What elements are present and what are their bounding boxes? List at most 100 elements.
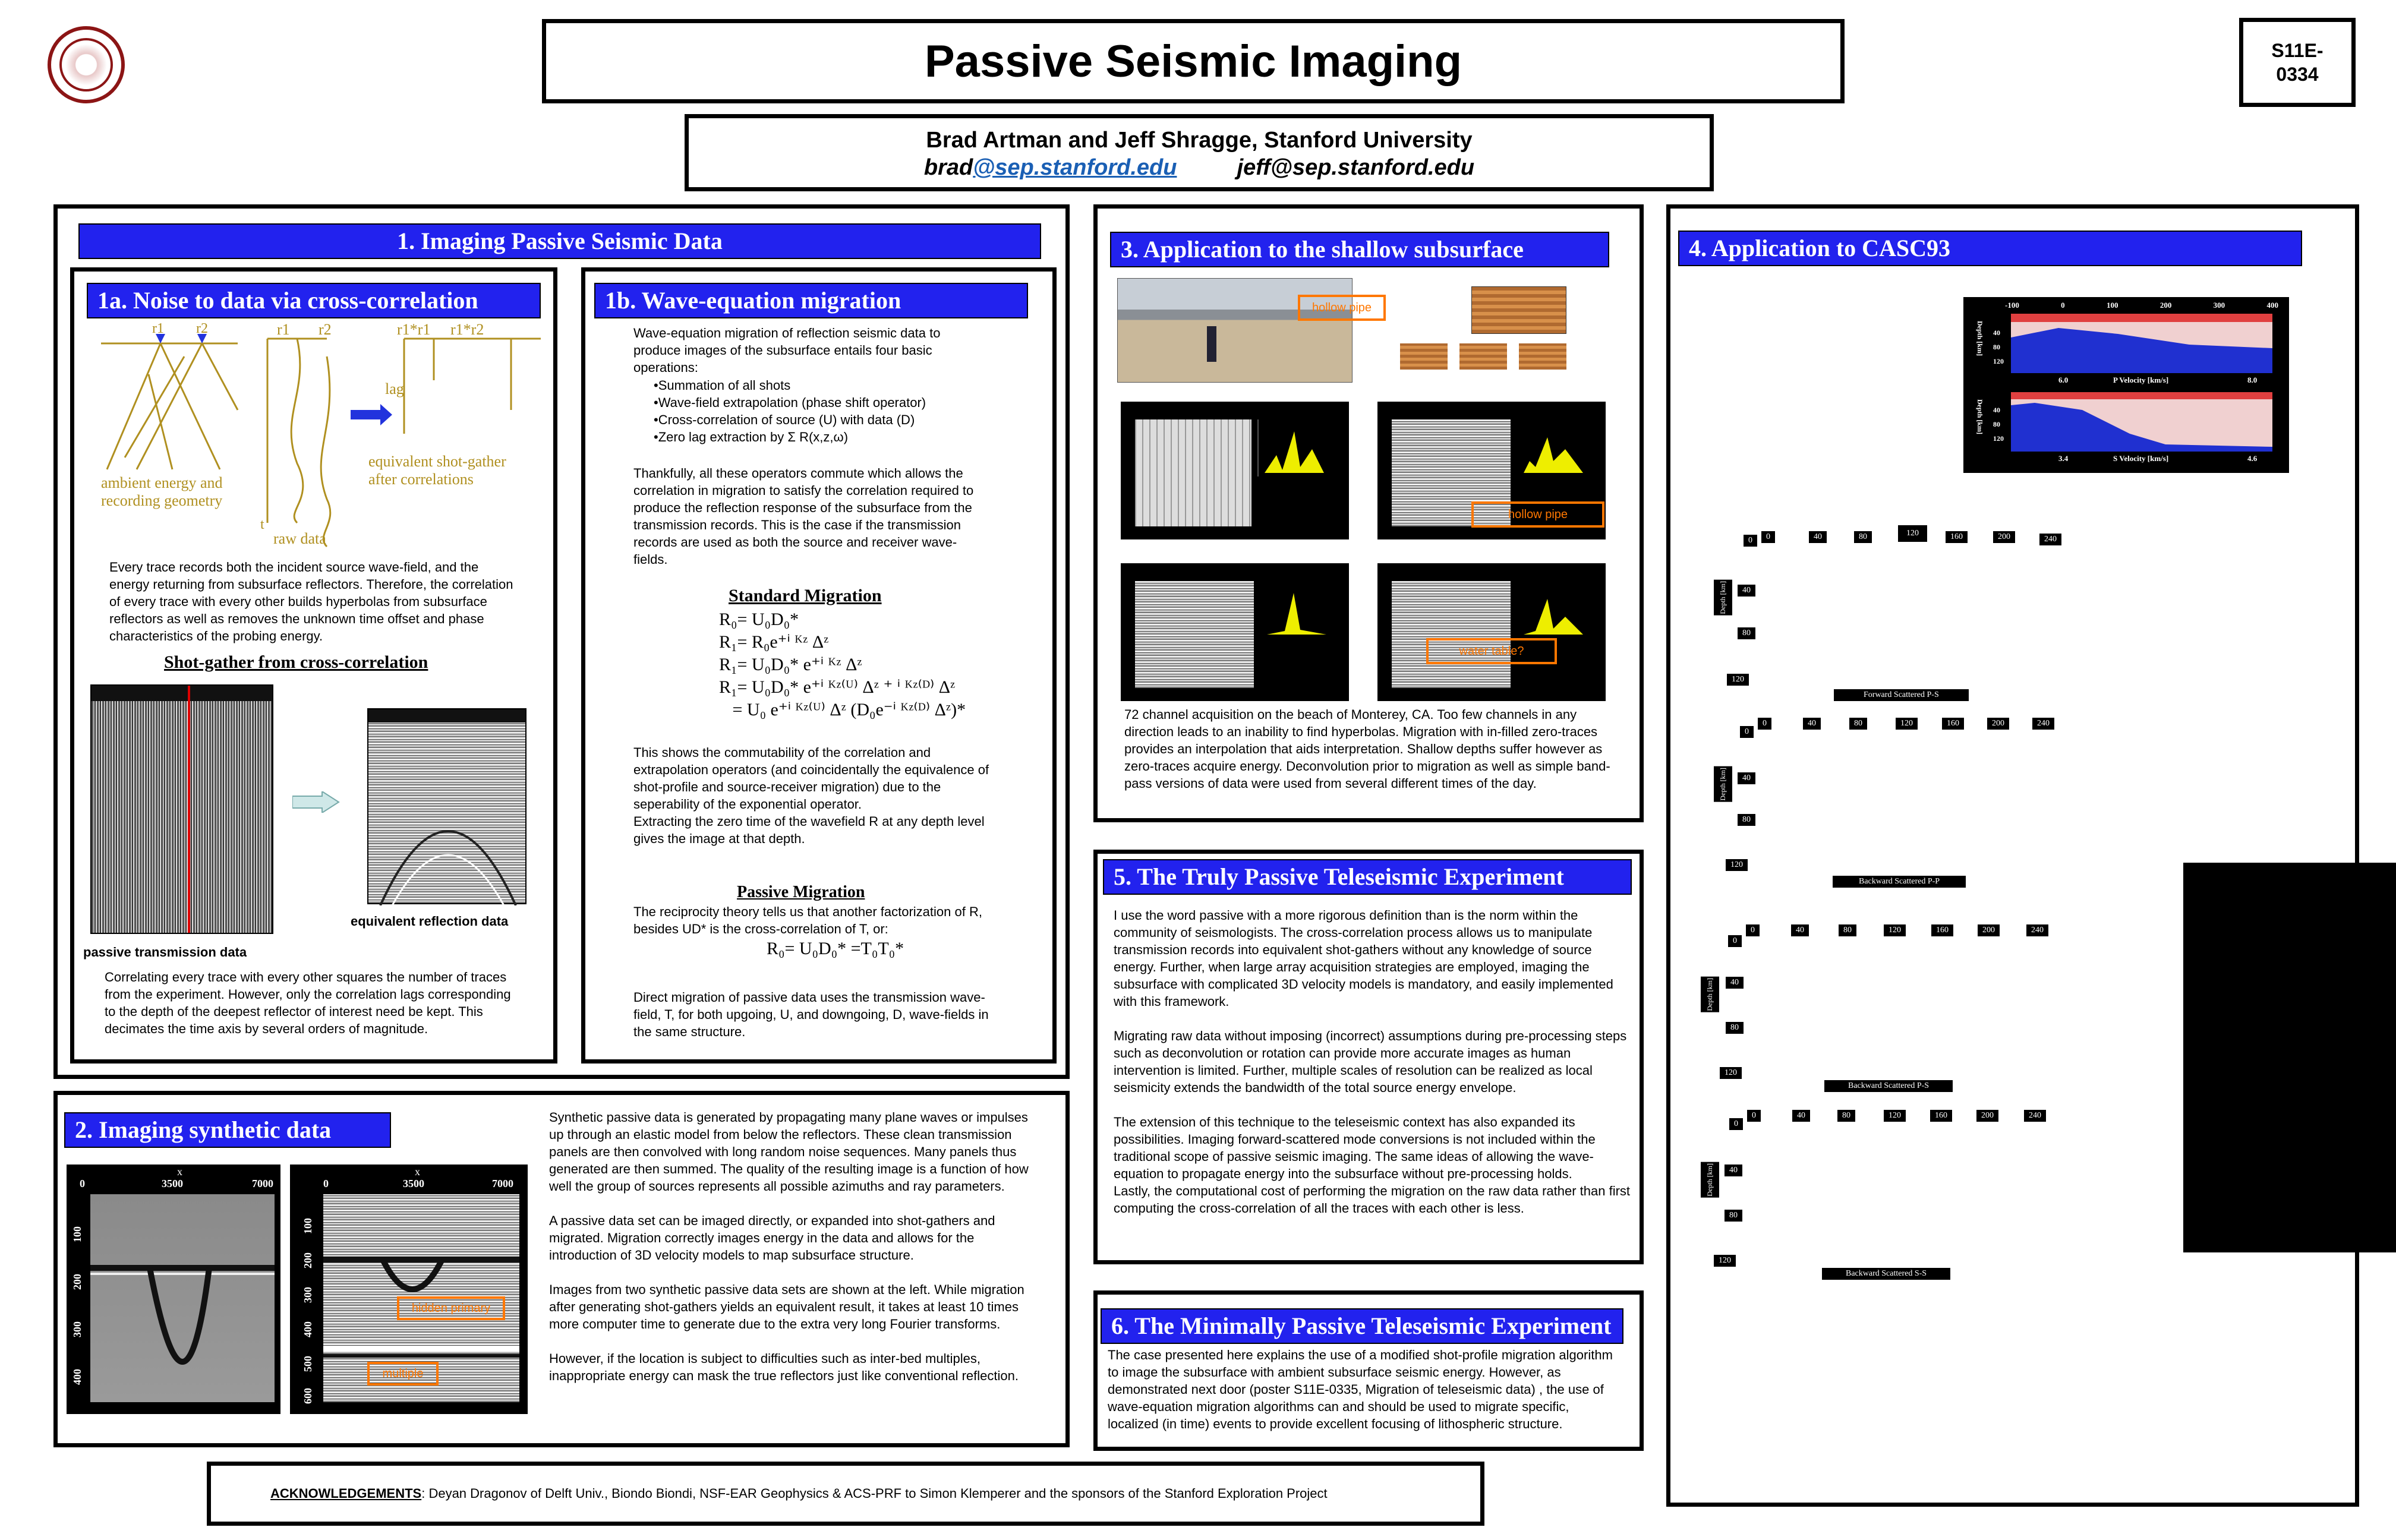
hollow-pipe-label-2: hollow pipe	[1471, 501, 1604, 528]
ytick-100-left: 100	[71, 1226, 83, 1242]
p2-title: Backward Scattered P-P	[1833, 876, 1966, 888]
p2-x5: 200	[1987, 718, 2009, 730]
section-6-title: 6. The Minimally Passive Teleseismic Exp…	[1101, 1308, 1623, 1344]
email-brad-link[interactable]: @sep.stanford.edu	[973, 155, 1177, 180]
p1-y2: 80	[1738, 627, 1755, 639]
p3-x4: 160	[1931, 924, 1953, 936]
p2-x4: 160	[1942, 718, 1964, 730]
xtick-2-right: 7000	[492, 1178, 513, 1189]
section-1a-subhead: Shot-gather from cross-correlation	[164, 652, 428, 672]
section-1b-frame	[581, 267, 1057, 1064]
p-velocity-image	[2011, 314, 2272, 373]
eq-passive: R₀= U₀D₀* =T₀T₀*	[767, 939, 904, 958]
passive-transmission-panel	[90, 684, 273, 934]
p4-y3-prev: 120	[1720, 1067, 1742, 1079]
p1-depth: Depth [km]	[1714, 580, 1732, 616]
p-min: 6.0	[2058, 375, 2069, 384]
hidden-primary-label: hidden primary	[397, 1296, 505, 1320]
casc-panel-1: 0 0 40 80 120 160 200 240 Depth [km] 40 …	[1714, 523, 2082, 701]
p1-x4: 160	[1946, 531, 1968, 543]
vel-tick-2: 100	[2107, 301, 2118, 310]
authors: Brad Artman and Jeff Shragge, Stanford U…	[926, 128, 1473, 153]
p1-x1: 40	[1809, 531, 1827, 543]
equivalent-reflection-panel	[367, 708, 527, 905]
p2-y2: 80	[1738, 814, 1755, 826]
vel-tick-1: 0	[2061, 301, 2065, 310]
p3-y0: 0	[1728, 935, 1742, 947]
s-max: 4.6	[2247, 454, 2258, 463]
p4-x2: 80	[1837, 1110, 1855, 1122]
eq-1: R₀= U₀D₀*	[719, 610, 799, 629]
section-5-text: I use the word passive with a more rigor…	[1114, 908, 1631, 1216]
vel-tick-3: 200	[2159, 301, 2172, 310]
label-r1r2: r1*r2	[450, 321, 484, 338]
email-jeff[interactable]: jeff@sep.stanford.edu	[1237, 155, 1475, 180]
p3-x3: 120	[1884, 924, 1906, 936]
arrow-right-icon	[292, 790, 340, 814]
ytick-600-right: 600	[302, 1388, 314, 1404]
p3-title: Backward Scattered P-S	[1824, 1080, 1953, 1092]
p4-y2: 80	[1725, 1210, 1742, 1222]
section-3-text: 72 channel acquisition on the beach of M…	[1124, 707, 1610, 791]
standard-migration-head: Standard Migration	[729, 586, 882, 605]
section-5-frame	[1093, 850, 1644, 1264]
multiple-label: multiple	[367, 1362, 439, 1386]
label-r1-source: r1	[152, 321, 164, 336]
axis-x-label-left: x	[177, 1166, 182, 1178]
p4-depth: Depth [km]	[1701, 1162, 1719, 1198]
label-equiv: equivalent shot-gather after correlation…	[368, 453, 506, 488]
vel-tick-0: -100	[2005, 301, 2019, 310]
s-velocity-label: S Velocity [km/s]	[2113, 454, 2169, 463]
ytick-500-right: 500	[302, 1356, 314, 1372]
velocity-models-panel: -100 0 100 200 300 400 6.0 P Velocity [k…	[1963, 297, 2289, 473]
casc-panel-2: 0 0 40 80 120 160 200 240 Depth [km] 40 …	[1714, 709, 2082, 888]
bullet-3: •Cross-correlation of source (U) with da…	[654, 412, 915, 427]
eq-4: R₁= U₀D₀* e⁺ⁱ ᴷᶻ⁽ᵁ⁾ Δᶻ ⁺ ⁱ ᴷᶻ⁽ᴰ⁾ Δᶻ	[719, 677, 956, 697]
label-t: t	[260, 517, 264, 532]
p4-x3: 120	[1884, 1110, 1906, 1122]
ytick-400-left: 400	[71, 1369, 83, 1385]
casc-panel-3: 0 0 40 80 120 160 200 240 Depth [km] 40 …	[1701, 917, 2081, 1096]
water-table-label: water table?	[1426, 638, 1557, 664]
eq-2: R₁= R₀e⁺ⁱ ᴷᶻ Δᶻ	[719, 632, 829, 652]
poster-title: Passive Seismic Imaging	[924, 36, 1462, 87]
trace-marker	[188, 686, 190, 933]
p3-x0: 0	[1746, 924, 1760, 936]
p1-x2: 80	[1854, 531, 1872, 543]
p1-x0: 0	[1761, 531, 1775, 543]
p2-y1: 40	[1738, 772, 1755, 784]
geometry-svg	[101, 334, 541, 548]
p4-x4: 160	[1930, 1110, 1952, 1122]
arrow-right-icon	[351, 404, 392, 425]
synthetic-image-left: x 0 3500 7000 100 200 300 400	[67, 1165, 280, 1414]
ytick-100-right: 100	[302, 1218, 314, 1234]
p4-x1: 40	[1792, 1110, 1810, 1122]
p2-x3: 120	[1896, 718, 1918, 730]
xtick-1-left: 3500	[162, 1178, 183, 1189]
emails: brad@sep.stanford.edu jeff@sep.stanford.…	[689, 154, 1710, 181]
slice-3	[1519, 343, 1566, 370]
p1-x6: 240	[2039, 534, 2061, 545]
vel-top-ticks: -100 0 100 200 300 400	[2005, 301, 2278, 310]
p-max: 8.0	[2247, 375, 2258, 384]
p1-title: Forward Scattered P-S	[1834, 689, 1969, 701]
xtick-1-right: 3500	[403, 1178, 424, 1189]
p4-x0: 0	[1747, 1110, 1761, 1122]
p3-x5: 200	[1978, 924, 2000, 936]
p2-x2: 80	[1849, 718, 1867, 730]
p3-depth: Depth [km]	[1701, 977, 1719, 1012]
p4-y3: 120	[1714, 1255, 1736, 1267]
section-1b-para2: Thankfully, all these operators commute …	[633, 466, 974, 567]
title-box: Passive Seismic Imaging	[542, 19, 1845, 103]
ytick-200-left: 200	[71, 1274, 83, 1290]
section-1-title: 1. Imaging Passive Seismic Data	[78, 223, 1041, 259]
seal-inner-ring	[59, 38, 113, 91]
bullet-1: •Summation of all shots	[654, 378, 791, 393]
label-r2: r2	[319, 321, 332, 338]
block-3d	[1471, 286, 1566, 334]
hyperbola-svg	[379, 830, 517, 905]
label-raw: raw data	[273, 530, 326, 547]
p-velocity-label: P Velocity [km/s]	[2113, 375, 2169, 384]
label-r2-source: r2	[196, 321, 208, 336]
email-brad-user: brad	[923, 155, 973, 180]
